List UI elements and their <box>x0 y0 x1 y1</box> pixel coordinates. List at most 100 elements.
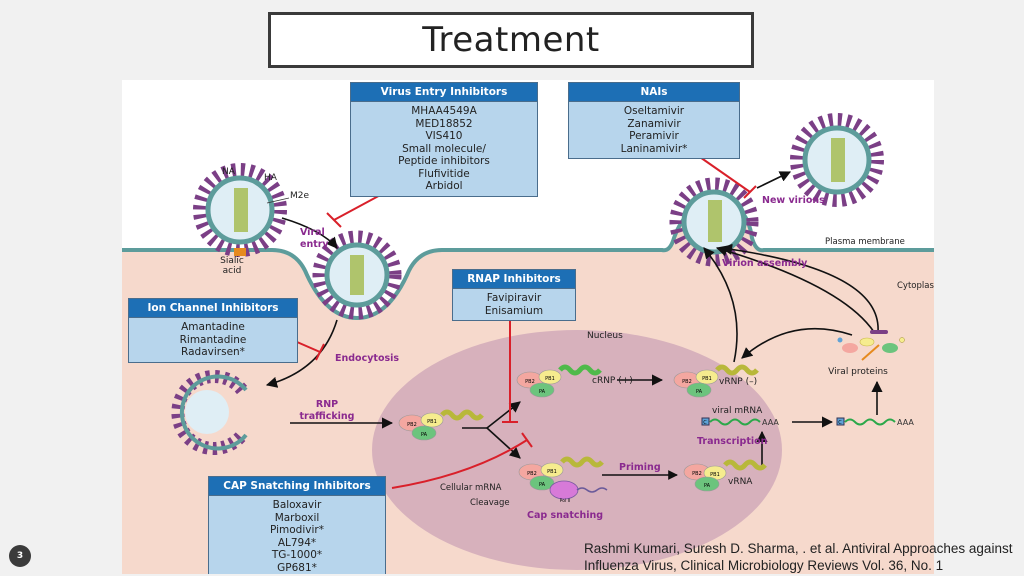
arrow-split-down <box>486 427 521 459</box>
svg-text:C: C <box>703 420 707 426</box>
label-m2e: M2e <box>290 191 309 201</box>
drug-item: MED18852 <box>415 117 473 130</box>
rnap-inhibitors-box: RNAP Inhibitors Favipiravir Enisamium <box>452 269 576 321</box>
label-sialic: Sialic <box>220 256 244 266</box>
arrow-vrnp-to-assembly <box>703 247 738 363</box>
drug-item: TG-1000* <box>271 549 323 561</box>
inhibit-rnap <box>502 312 518 423</box>
label-viral-entry-1: Viral <box>300 227 325 238</box>
drug-item: AL794* <box>277 536 317 549</box>
vrnp-complex: PB2 PB1 PA <box>673 364 759 398</box>
label-crnp: cRNP (+) <box>592 376 633 386</box>
drug-item: Rimantadine <box>179 333 247 346</box>
label-vrna: vRNA <box>728 477 753 487</box>
svg-text:AAA: AAA <box>762 418 779 427</box>
drug-item: Amantadine <box>181 321 245 333</box>
drug-item: Peramivir <box>629 130 679 142</box>
cap-snatching-inhibitors-box: CAP Snatching Inhibitors Baloxavir Marbo… <box>208 476 386 574</box>
arrow-split-up <box>486 401 521 429</box>
ion-channel-inhibitors-box: Ion Channel Inhibitors Amantadine Rimant… <box>128 298 298 363</box>
arrow-endocytosis <box>265 319 338 388</box>
box-title: CAP Snatching Inhibitors <box>209 477 385 496</box>
slide-title: Treatment <box>422 20 600 60</box>
label-viral-proteins: Viral proteins <box>828 367 888 377</box>
drug-item: GP681* <box>277 561 317 574</box>
label-cleavage: Cleavage <box>470 498 510 508</box>
svg-text:PA: PA <box>696 389 703 395</box>
svg-text:PA: PA <box>539 389 546 395</box>
viral-mrna-nuclear: C AAA <box>701 417 779 427</box>
virion-attaching <box>193 163 287 257</box>
drug-item: Laninamivir* <box>620 142 688 155</box>
virion-endocytosed <box>312 230 402 320</box>
drug-item: Zanamivir <box>627 117 681 130</box>
viral-proteins-cluster <box>837 330 905 361</box>
viral-mrna-cytoplasmic: C AAA <box>836 417 914 427</box>
drug-item: Arbidol <box>425 180 463 192</box>
label-cellular-mrna: Cellular mRNA <box>440 483 502 493</box>
drug-item: Flufivitide <box>418 167 470 180</box>
drug-item: Pimodivir* <box>270 524 324 536</box>
citation-line-2: Influenza Virus, Clinical Microbiology R… <box>584 558 944 573</box>
drug-item: Marboxil <box>274 511 320 524</box>
label-acid: acid <box>223 266 242 276</box>
svg-text:PB2: PB2 <box>692 471 702 477</box>
drug-item: Favipiravir <box>486 292 542 304</box>
label-rnp-2: trafficking <box>299 411 354 422</box>
svg-text:PB2: PB2 <box>682 379 692 385</box>
label-cap-snatching: Cap snatching <box>527 510 603 521</box>
label-transcription: Transcription <box>697 436 768 447</box>
label-viral-mrna: viral mRNA <box>712 406 763 416</box>
label-new-virions: New virions <box>762 195 825 206</box>
label-endocytosis: Endocytosis <box>335 353 399 364</box>
drug-item: Radavirsen* <box>181 346 245 358</box>
box-title: Virus Entry Inhibitors <box>351 83 537 102</box>
svg-text:PB1: PB1 <box>547 469 557 475</box>
nucleus <box>372 330 782 570</box>
drug-item: Small molecule/ <box>402 142 486 155</box>
svg-text:PB1: PB1 <box>427 419 437 425</box>
box-title: RNAP Inhibitors <box>453 270 575 289</box>
label-rnp-1: RNP <box>316 399 338 410</box>
svg-text:PA: PA <box>539 482 546 488</box>
box-title: NAIs <box>569 83 739 102</box>
slide-title-box: Treatment <box>268 12 754 68</box>
influenza-treatment-diagram: PB2 PB1 PA PB2 PB1 PA PB2 PB1 PA <box>122 80 934 574</box>
svg-text:PB2: PB2 <box>525 379 535 385</box>
arrow-proteins-to-assembly-1 <box>715 245 875 333</box>
label-vrnp: vRNP (–) <box>719 377 757 387</box>
label-virion-assembly: Virion assembly <box>722 258 808 269</box>
arrow-viral-entry <box>281 217 338 249</box>
nais-box: NAIs Oseltamivir Zanamivir Peramivir Lan… <box>568 82 740 159</box>
svg-text:PB1: PB1 <box>710 472 720 478</box>
svg-text:C: C <box>838 420 842 426</box>
drug-item: VIS410 <box>425 130 463 142</box>
inhibit-nai <box>696 154 757 199</box>
arrow-proteins-to-vrnp <box>741 327 853 359</box>
svg-text:PB2: PB2 <box>407 422 417 428</box>
box-title: Ion Channel Inhibitors <box>129 299 297 318</box>
cap-snatching-complex: PB2 PB1 PA Pol II <box>518 456 608 504</box>
label-priming: Priming <box>619 462 661 473</box>
label-ha: HA <box>264 173 278 183</box>
vrna-complex: PB2 PB1 PA <box>683 459 767 492</box>
inhibit-ion-channel <box>296 341 325 361</box>
label-na: NA <box>222 167 236 177</box>
label-nucleus: Nucleus <box>587 331 623 341</box>
svg-text:PB1: PB1 <box>545 376 555 382</box>
label-cytoplasm: Cytoplasm <box>897 281 934 291</box>
svg-text:PB2: PB2 <box>527 471 537 477</box>
process-labels: Viral entry Endocytosis RNP trafficking … <box>299 195 825 521</box>
crnp-complex: PB2 PB1 PA <box>516 364 602 398</box>
svg-text:Pol II: Pol II <box>560 498 571 504</box>
label-plasma-membrane: Plasma membrane <box>825 237 905 247</box>
drug-item: MHAA4549A <box>411 105 477 117</box>
virion-new <box>790 113 884 207</box>
svg-text:PA: PA <box>421 432 428 438</box>
svg-text:PB1: PB1 <box>702 376 712 382</box>
arrow-proteins-to-assembly-2 <box>720 243 879 333</box>
citation-line-1: Rashmi Kumari, Suresh D. Sharma, . et al… <box>584 541 1013 556</box>
svg-text:AAA: AAA <box>897 418 914 427</box>
drug-item: Baloxavir <box>272 499 322 511</box>
virion-uncoating <box>171 370 248 455</box>
